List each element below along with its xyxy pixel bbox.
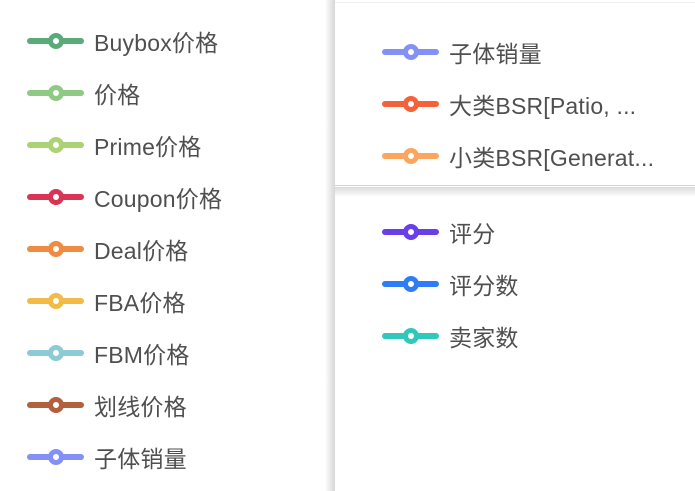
- panel-edge-shadow: [325, 0, 335, 491]
- legend-popup-card: 子体销量 大类BSR[Patio, ... 小类BSR[Generat...: [335, 2, 695, 186]
- legend-label: Buybox价格: [94, 30, 219, 56]
- legend-label: 划线价格: [94, 394, 187, 420]
- legend-item-prime-price[interactable]: Prime价格: [27, 119, 222, 171]
- line-series-marker-icon: [27, 391, 84, 419]
- line-series-marker-icon: [27, 79, 84, 107]
- legend-label: 评分: [449, 221, 496, 247]
- line-series-marker-icon: [27, 183, 84, 211]
- legend-label: 卖家数: [449, 325, 519, 351]
- legend-label: 价格: [94, 82, 141, 108]
- legend-item-fbm-price[interactable]: FBM价格: [27, 327, 222, 379]
- line-series-marker-icon: [27, 235, 84, 263]
- legend-item-price[interactable]: 价格: [27, 67, 222, 119]
- legend-item-child-sales[interactable]: 子体销量: [27, 431, 222, 483]
- legend-item-seller-count[interactable]: 卖家数: [382, 310, 519, 362]
- legend-item-list-price[interactable]: 划线价格: [27, 379, 222, 431]
- legend-label: Prime价格: [94, 134, 202, 160]
- line-series-marker-icon: [27, 339, 84, 367]
- legend-label: 大类BSR[Patio, ...: [449, 93, 637, 119]
- line-series-marker-icon: [382, 218, 439, 246]
- line-series-marker-icon: [382, 38, 439, 66]
- legend-item-category-bsr[interactable]: 大类BSR[Patio, ...: [382, 78, 695, 130]
- legend-item-child-sales[interactable]: 子体销量: [382, 26, 695, 78]
- legend-label: 子体销量: [94, 446, 187, 472]
- legend-label: Coupon价格: [94, 186, 223, 212]
- legend-item-fba-price[interactable]: FBA价格: [27, 275, 222, 327]
- legend-item-coupon-price[interactable]: Coupon价格: [27, 171, 222, 223]
- line-series-marker-icon: [27, 131, 84, 159]
- line-series-marker-icon: [27, 27, 84, 55]
- legend-label: 评分数: [449, 273, 519, 299]
- legend-column-left: Buybox价格 价格 Prime价格 Coupon价格 Deal价格 FBA价…: [27, 15, 222, 483]
- legend-column-right-bottom: 评分 评分数 卖家数: [382, 206, 519, 362]
- line-series-marker-icon: [27, 443, 84, 471]
- legend-label: 小类BSR[Generat...: [449, 145, 655, 171]
- legend-item-rating-count[interactable]: 评分数: [382, 258, 519, 310]
- legend-label: FBM价格: [94, 342, 190, 368]
- line-series-marker-icon: [382, 270, 439, 298]
- legend-label: FBA价格: [94, 290, 186, 316]
- line-series-marker-icon: [382, 142, 439, 170]
- legend-label: Deal价格: [94, 238, 189, 264]
- line-series-marker-icon: [27, 287, 84, 315]
- legend-item-deal-price[interactable]: Deal价格: [27, 223, 222, 275]
- popup-bottom-shadow: [335, 187, 695, 197]
- legend-label: 子体销量: [449, 41, 542, 67]
- legend-item-rating[interactable]: 评分: [382, 206, 519, 258]
- legend-item-subcategory-bsr[interactable]: 小类BSR[Generat...: [382, 130, 695, 182]
- legend-item-buybox-price[interactable]: Buybox价格: [27, 15, 222, 67]
- line-series-marker-icon: [382, 322, 439, 350]
- line-series-marker-icon: [382, 90, 439, 118]
